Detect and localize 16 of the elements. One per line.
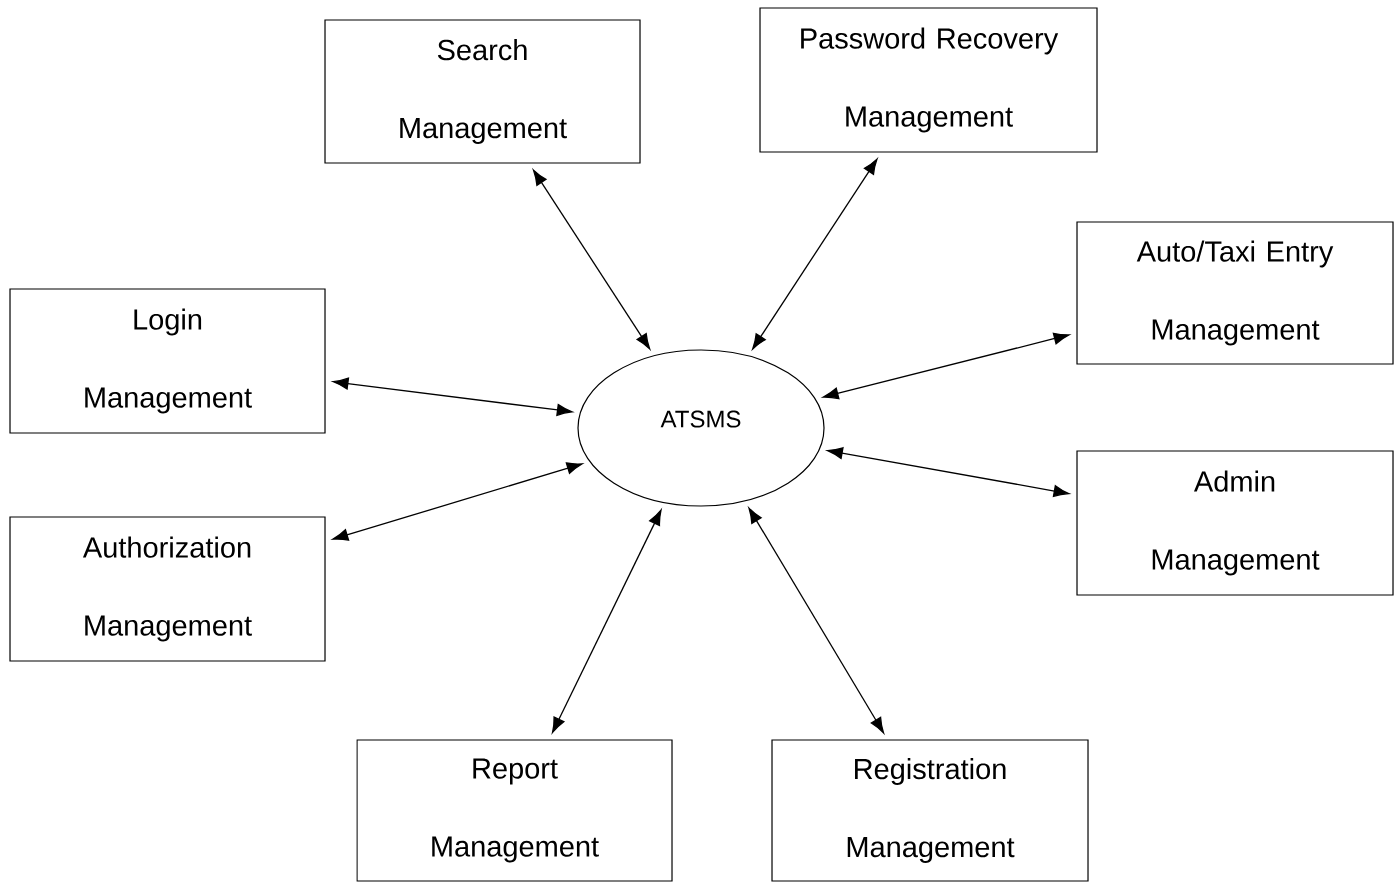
arrow xyxy=(748,507,885,734)
module-box: Search Management xyxy=(324,19,641,164)
arrow xyxy=(827,447,1070,497)
module-box: Password Recovery Management xyxy=(759,7,1098,153)
arrow xyxy=(332,377,573,416)
module-box: Auto/Taxi Entry Management xyxy=(1076,221,1394,365)
arrow xyxy=(332,462,583,541)
module-box: Authorization Management xyxy=(9,516,326,662)
arrow xyxy=(551,509,662,734)
module-box: Admin Management xyxy=(1076,450,1394,596)
arrow xyxy=(752,158,878,350)
arrow xyxy=(822,332,1070,400)
module-box: Report Management xyxy=(356,739,673,882)
module-box: Registration Management xyxy=(771,739,1089,882)
module-box: Login Management xyxy=(9,288,326,434)
arrow xyxy=(532,169,651,350)
